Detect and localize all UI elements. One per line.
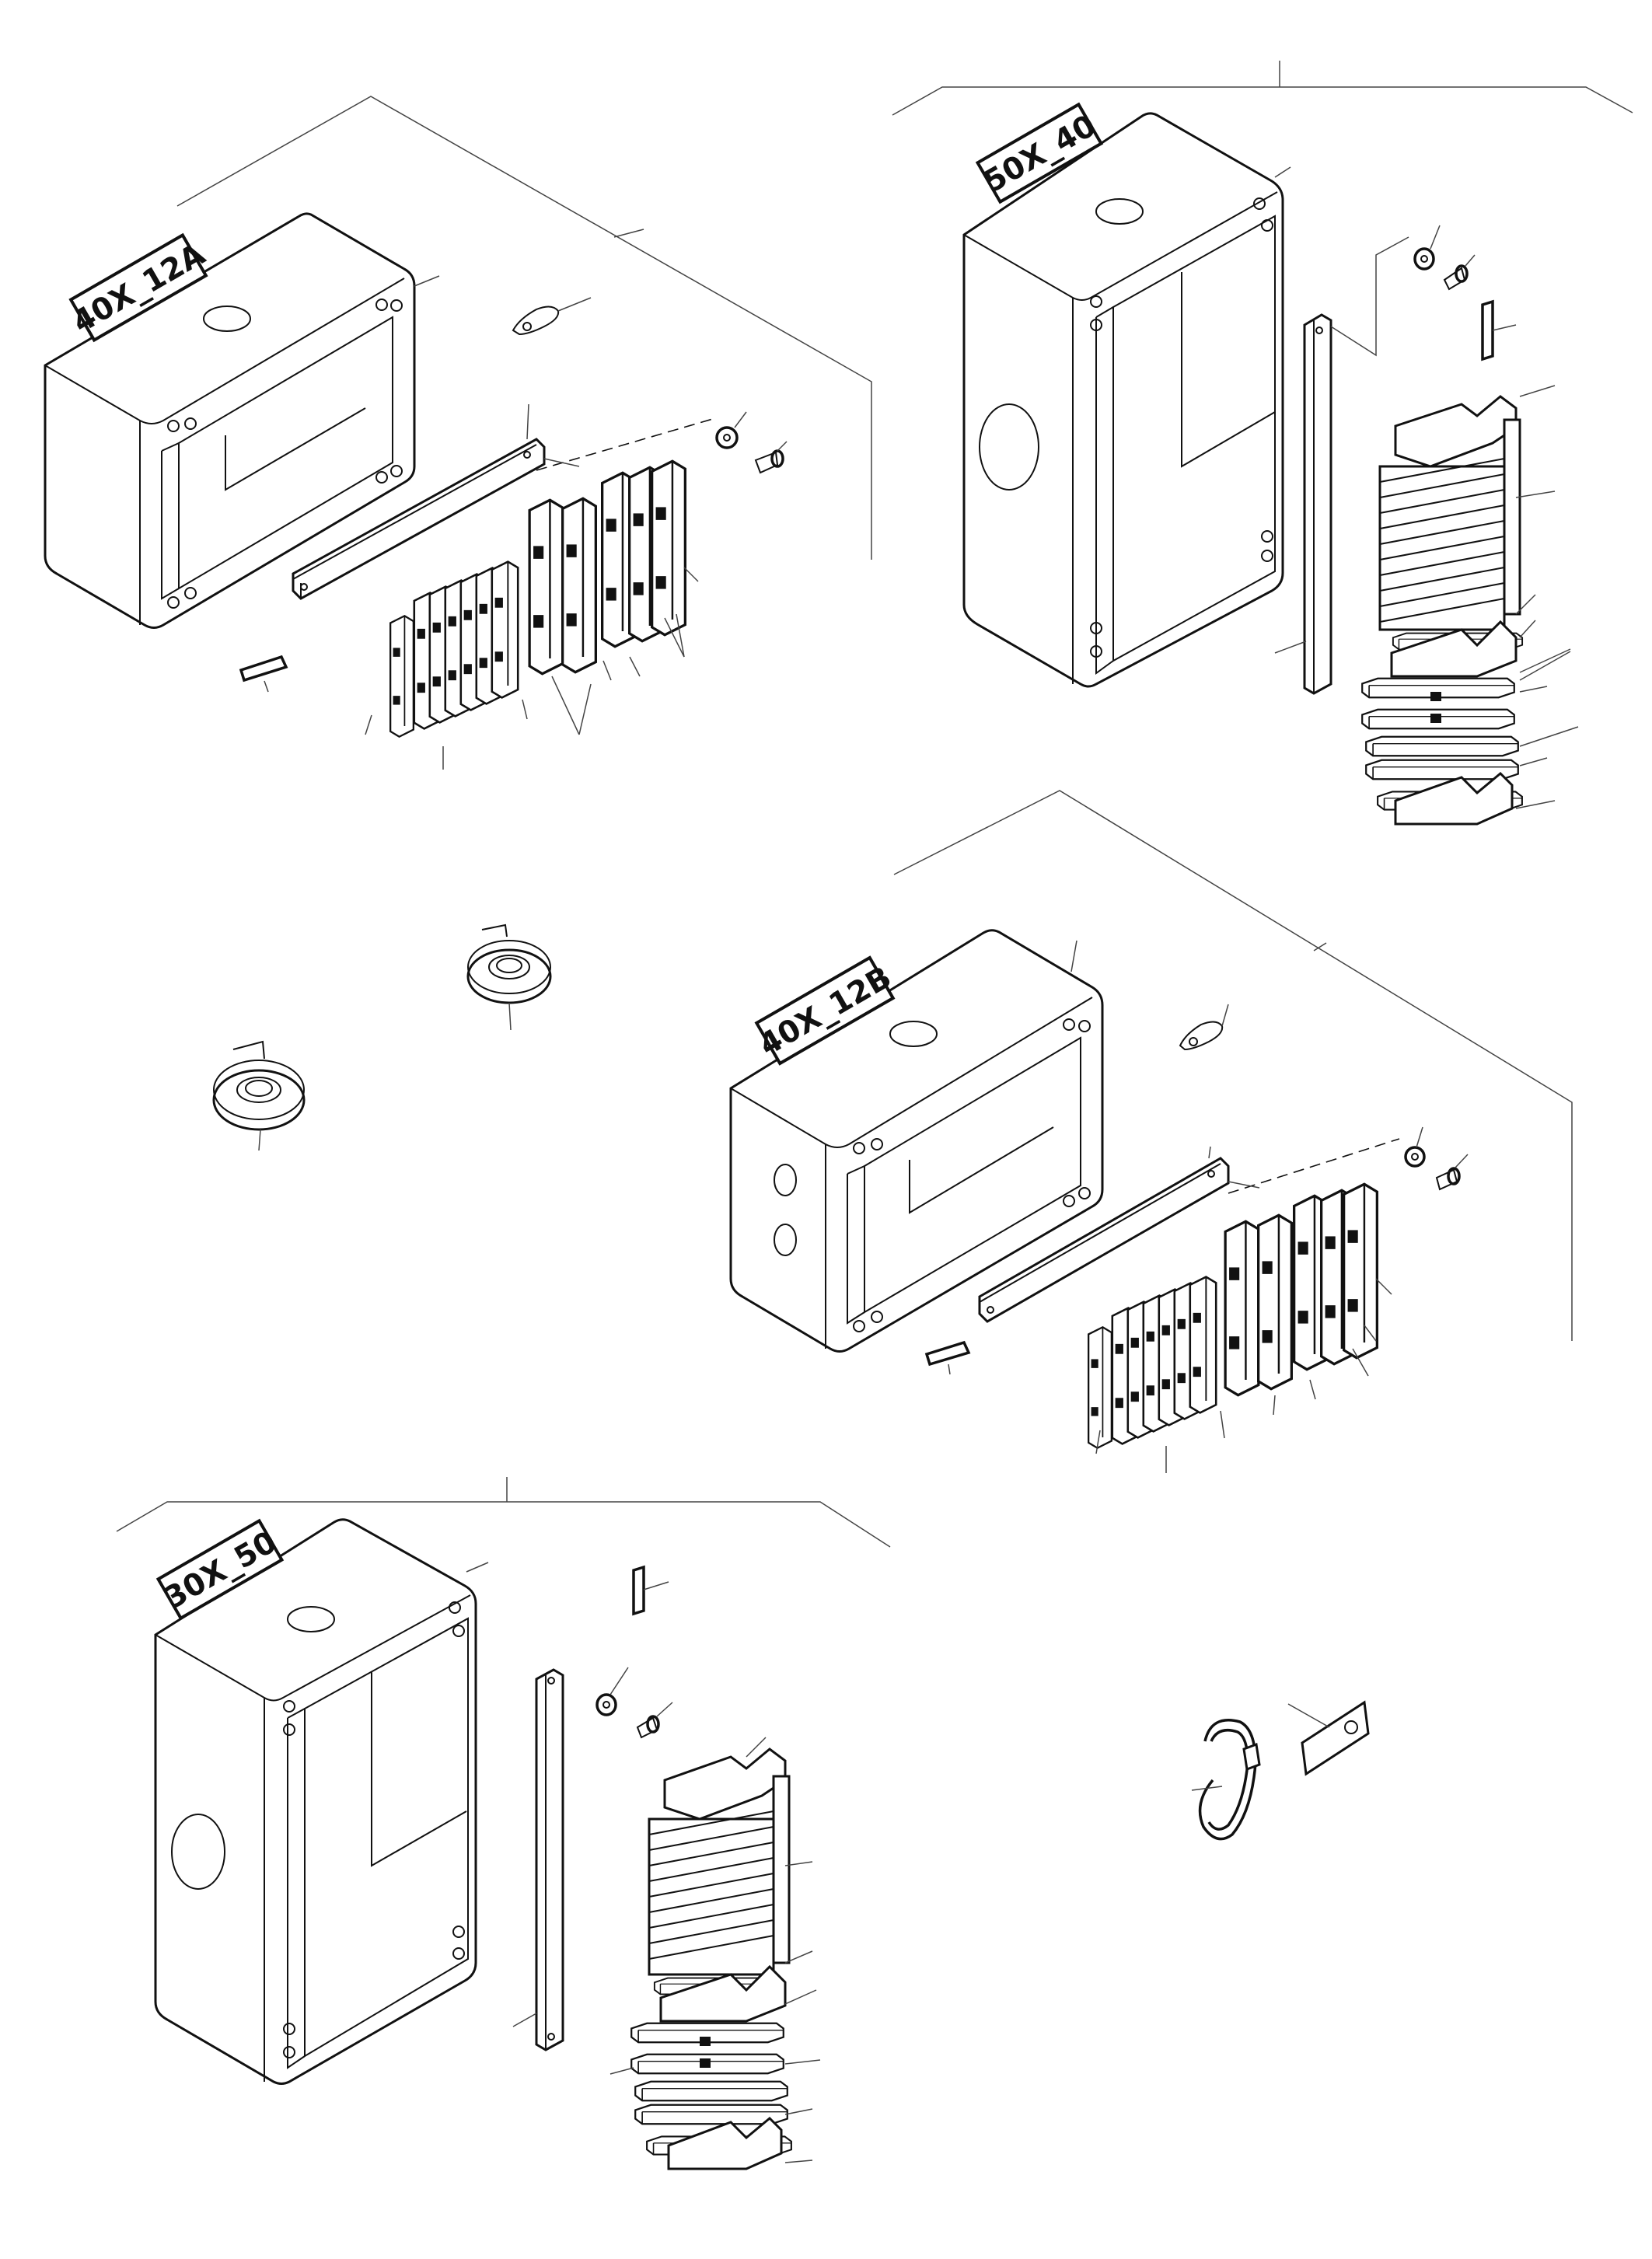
assembly-30x50: 30X_50 [116, 1477, 891, 2170]
assembly-40x12a: 40X_12A [44, 96, 872, 1151]
assembly-40x12b: 40X_12B [729, 790, 1573, 1473]
marker-label-b [1481, 299, 1517, 361]
cable-lug-icon-b [1179, 1004, 1229, 1051]
enclosure-box-30x50 [154, 1518, 489, 2085]
cable-tie-icon [1191, 1719, 1261, 1841]
marker-label-a [239, 655, 288, 693]
din-rail-c [978, 1146, 1230, 1323]
terminal-block-stack-d [609, 1737, 821, 2170]
washer-icon-a [715, 426, 739, 449]
tie-marker-plate [1287, 1700, 1370, 1776]
din-rail-a [292, 403, 546, 600]
enclosure-box-50x40 [962, 112, 1291, 688]
terminal-block-stack-a [365, 458, 699, 770]
screw-icon-b [1443, 254, 1476, 291]
terminal-fin-stack-d [648, 1810, 774, 1960]
terminal-fin-stack-b [1379, 458, 1505, 623]
assembly-50x40: 50X_40 [892, 61, 1633, 826]
tape-roll-icon-1 [466, 924, 552, 1031]
washer-icon-d [595, 1667, 629, 1716]
din-rail-b [1274, 236, 1409, 695]
cable-lug-icon [512, 297, 592, 336]
marker-label-d [632, 1565, 669, 1616]
screw-icon-a [754, 449, 784, 474]
marker-label-c [924, 1340, 971, 1375]
terminal-block-stack-b [1360, 385, 1579, 826]
terminal-block-stack-c [1087, 1181, 1392, 1473]
screw-icon-c [1435, 1154, 1469, 1191]
washer-icon-c [1404, 1126, 1426, 1168]
cable-tie-assembly [1191, 1700, 1370, 1841]
washer-icon-b [1413, 225, 1441, 271]
tape-roll-icon-2 [212, 1040, 306, 1151]
enclosure-box-40x12a [44, 212, 440, 629]
din-rail-d [512, 1668, 564, 2051]
screw-icon-d [636, 1702, 673, 1739]
